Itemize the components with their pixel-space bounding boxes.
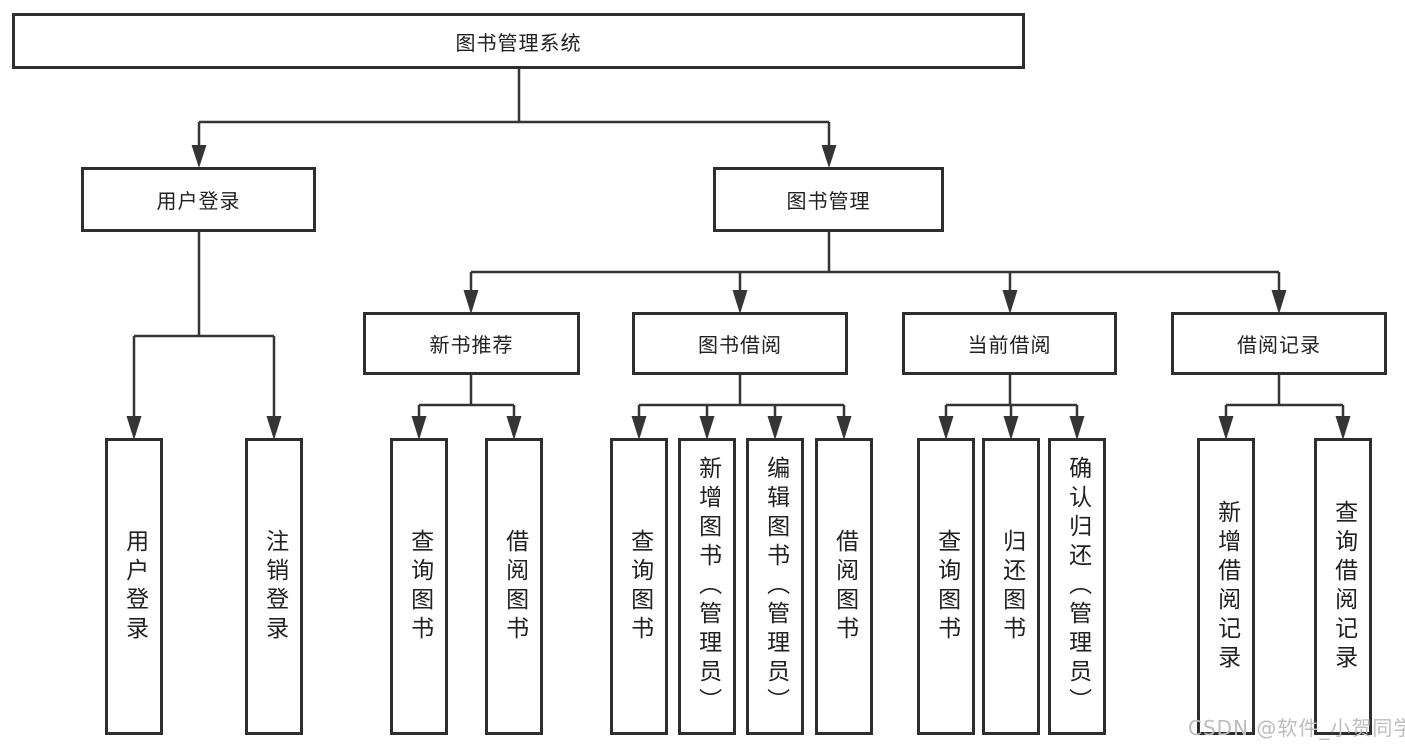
leaf-current-query-books-label: 查询图书	[933, 528, 960, 645]
node-book-borrow: 图书借阅	[632, 312, 848, 375]
node-borrow-records-label: 借阅记录	[1237, 333, 1321, 357]
leaf-user-login-label: 用户登录	[121, 528, 148, 645]
leaf-confirm-return-admin-label: 确认归还（管理员）	[1064, 456, 1091, 717]
leaf-recommend-query-books: 查询图书	[390, 438, 448, 735]
leaf-recommend-borrow-books-label: 借阅图书	[501, 528, 528, 645]
leaf-borrow-books-label: 借阅图书	[831, 528, 858, 645]
leaf-add-borrow-record: 新增借阅记录	[1197, 438, 1255, 735]
leaf-query-borrow-record: 查询借阅记录	[1314, 438, 1372, 735]
leaf-add-books-admin-label: 新增图书（管理员）	[694, 456, 721, 717]
node-user-login: 用户登录	[81, 167, 316, 232]
leaf-return-books: 归还图书	[982, 438, 1040, 735]
leaf-query-borrow-record-label: 查询借阅记录	[1330, 499, 1357, 674]
node-book-management: 图书管理	[713, 167, 944, 232]
leaf-add-borrow-record-label: 新增借阅记录	[1213, 499, 1240, 674]
connector-root	[191, 69, 837, 168]
connector-borrow-records	[1218, 375, 1351, 440]
leaf-recommend-query-books-label: 查询图书	[406, 528, 433, 645]
connector-book-management	[463, 232, 1287, 314]
leaf-user-login: 用户登录	[105, 438, 163, 735]
connector-current-borrow	[938, 375, 1085, 440]
connector-book-borrow	[631, 375, 852, 440]
leaf-return-books-label: 归还图书	[998, 528, 1025, 645]
node-root-label: 图书管理系统	[455, 30, 582, 55]
leaf-confirm-return-admin: 确认归还（管理员）	[1048, 438, 1106, 735]
node-new-book-recommend-label: 新书推荐	[429, 333, 514, 357]
leaf-logout: 注销登录	[245, 438, 303, 735]
leaf-borrow-query-books: 查询图书	[610, 438, 668, 735]
node-borrow-records: 借阅记录	[1171, 312, 1387, 375]
leaf-edit-books-admin: 编辑图书（管理员）	[746, 438, 804, 735]
node-user-login-label: 用户登录	[156, 189, 241, 213]
leaf-recommend-borrow-books: 借阅图书	[485, 438, 543, 735]
leaf-add-books-admin: 新增图书（管理员）	[678, 438, 736, 735]
connector-new-book-recommend	[411, 375, 522, 440]
node-root: 图书管理系统	[12, 13, 1025, 69]
csdn-watermark: CSDN @软件_小贺同学	[1188, 716, 1405, 740]
leaf-borrow-query-books-label: 查询图书	[626, 528, 653, 645]
node-current-borrow-label: 当前借阅	[967, 333, 1052, 357]
node-book-borrow-label: 图书借阅	[698, 333, 782, 357]
node-book-management-label: 图书管理	[786, 189, 871, 213]
connector-user-login	[126, 232, 282, 440]
node-current-borrow: 当前借阅	[902, 312, 1117, 375]
node-new-book-recommend: 新书推荐	[363, 312, 580, 375]
leaf-borrow-books: 借阅图书	[815, 438, 873, 735]
leaf-current-query-books: 查询图书	[917, 438, 975, 735]
leaf-logout-label: 注销登录	[261, 528, 288, 645]
leaf-edit-books-admin-label: 编辑图书（管理员）	[762, 456, 789, 717]
